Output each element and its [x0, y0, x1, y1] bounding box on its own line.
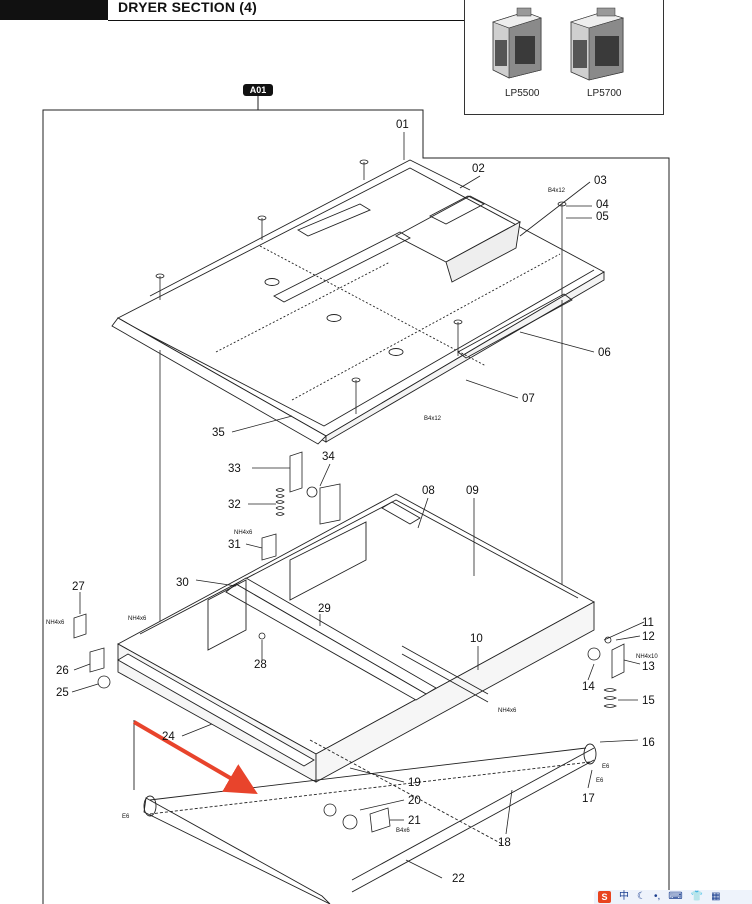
callout-13: 13: [642, 661, 655, 673]
screw-note: NH4x6: [234, 530, 253, 536]
callout-19: 19: [408, 777, 421, 789]
callout-05: 05: [596, 211, 609, 223]
red-arrow-annotation: [132, 720, 258, 795]
printer-lp5700-icon: [570, 7, 625, 81]
model-label-lp5500: LP5500: [505, 88, 540, 99]
callout-07: 07: [522, 393, 535, 405]
callout-14: 14: [582, 681, 595, 693]
screw-note: NH4x6: [128, 616, 147, 622]
callout-27: 27: [72, 581, 85, 593]
printer-illustrations: [492, 7, 625, 81]
callout-22: 22: [452, 873, 465, 885]
screw-note: E6: [602, 764, 610, 770]
keyboard-icon[interactable]: ⌨: [668, 891, 683, 902]
callout-labels: 01 02 03 04 05 06 07 08 09 10 11 12 13 1…: [56, 119, 655, 885]
callout-16: 16: [642, 737, 655, 749]
callout-33: 33: [228, 463, 241, 475]
callout-15: 15: [642, 695, 655, 707]
callout-08: 08: [422, 485, 435, 497]
callout-06: 06: [598, 347, 611, 359]
screw-note: NH4x10: [636, 654, 658, 660]
screw-notes: B4x12 B4x12 NH4x6 NH4x6 NH4x6 NH4x6 NH4x…: [46, 188, 658, 834]
callout-18: 18: [498, 837, 511, 849]
moon-icon[interactable]: ☾: [637, 891, 646, 902]
grid-icon[interactable]: ▦: [711, 891, 721, 902]
top-cover-panel: [111, 159, 605, 445]
callout-28: 28: [254, 659, 267, 671]
callout-21: 21: [408, 815, 421, 827]
callout-10: 10: [470, 633, 483, 645]
callout-11: 11: [642, 617, 654, 629]
screw-note: NH4x6: [498, 708, 517, 714]
guide-lines: [159, 300, 563, 640]
callout-17: 17: [582, 793, 595, 805]
screw-note: E6: [122, 814, 130, 820]
bottom-roller-assembly: [133, 720, 597, 904]
callout-04: 04: [596, 199, 609, 211]
ime-toolbar[interactable]: S 中 ☾ •, ⌨ 👕 ▦: [594, 890, 752, 904]
title-rule: [108, 20, 464, 21]
printer-lp5500-icon: [492, 7, 542, 79]
chinese-input-icon[interactable]: 中: [619, 891, 629, 902]
punctuation-icon[interactable]: •,: [653, 891, 661, 902]
page-title: DRYER SECTION (4): [118, 0, 258, 15]
screw-note: NH4x6: [46, 620, 65, 626]
callout-25: 25: [56, 687, 69, 699]
callout-31: 31: [228, 539, 241, 551]
callout-26: 26: [56, 665, 69, 677]
bracket-frame: [42, 96, 670, 904]
top-screws: [155, 159, 567, 414]
header-bar: [0, 0, 108, 20]
callout-03: 03: [594, 175, 607, 187]
sogou-logo-icon[interactable]: S: [598, 891, 611, 903]
screw-note: B4x6: [396, 828, 410, 834]
callout-34: 34: [322, 451, 335, 463]
shirt-icon[interactable]: 👕: [690, 891, 704, 902]
screw-note: B4x12: [424, 416, 442, 422]
callout-01: 01: [396, 119, 409, 131]
leader-lines: [71, 132, 645, 879]
callout-02: 02: [472, 163, 485, 175]
callout-09: 09: [466, 485, 479, 497]
callout-35: 35: [212, 427, 225, 439]
callout-32: 32: [228, 499, 241, 511]
lower-frame: [117, 493, 595, 783]
callout-29: 29: [318, 603, 331, 615]
callout-12: 12: [642, 631, 655, 643]
callout-20: 20: [408, 795, 421, 807]
screw-note: B4x12: [548, 188, 566, 194]
section-badge: A01: [243, 84, 273, 96]
model-label-lp5700: LP5700: [587, 88, 622, 99]
model-box: LP5500 LP5700: [464, 0, 664, 115]
screw-note: E6: [596, 778, 604, 784]
callout-24: 24: [162, 731, 175, 743]
small-parts: [73, 451, 625, 833]
callout-30: 30: [176, 577, 189, 589]
